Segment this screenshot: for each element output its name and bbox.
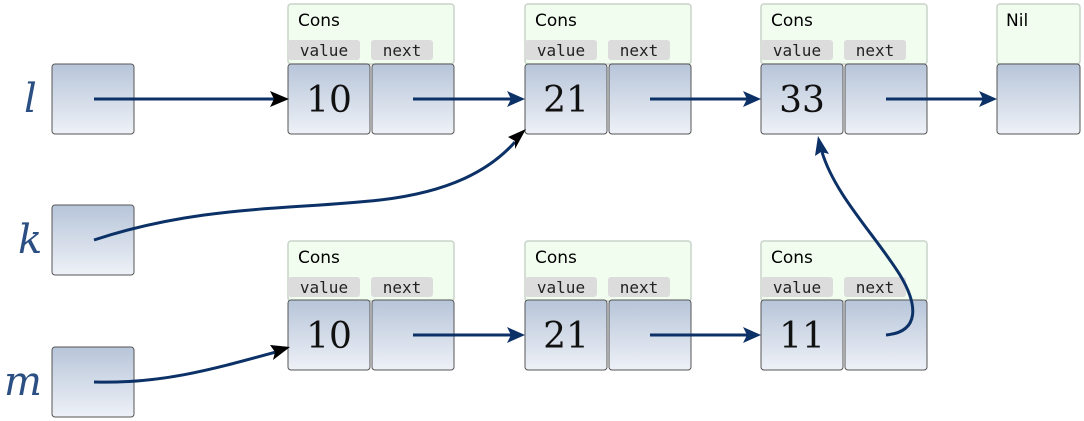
value-tag-bg (525, 40, 597, 60)
bottom-node-2: Cons value next 21 (524, 240, 692, 371)
arrowhead (743, 91, 761, 107)
arrowhead (270, 91, 289, 107)
node-value: 11 (779, 316, 825, 357)
value-tag: value (300, 278, 348, 297)
next-tag: next (620, 41, 659, 60)
next-tag-bg (844, 40, 906, 60)
next-tag-bg (844, 277, 906, 297)
node-value: 21 (543, 316, 589, 357)
value-tag: value (773, 278, 821, 297)
value-tag: value (537, 41, 585, 60)
node-value: 33 (779, 80, 825, 121)
arrowhead (508, 129, 526, 149)
next-tag-bg (371, 277, 433, 297)
nil-cell (996, 63, 1081, 135)
top-node-1: Cons value next 10 (287, 3, 455, 135)
value-tag-bg (761, 277, 833, 297)
value-tag: value (773, 41, 821, 60)
next-tag-bg (371, 40, 433, 60)
node-value: 10 (306, 316, 352, 357)
node-type-label: Cons (771, 248, 813, 268)
node-type-label: Cons (535, 248, 577, 268)
node-value: 10 (306, 80, 352, 121)
next-tag-bg (608, 40, 670, 60)
arrowhead (815, 136, 829, 156)
pointer-arrow-m (93, 350, 277, 384)
node-type-label: Cons (771, 11, 813, 31)
value-tag-bg (525, 277, 597, 297)
variable-label-m: m (4, 359, 42, 405)
value-tag: value (537, 278, 585, 297)
top-node-3: Cons value next 33 (760, 3, 928, 135)
arrowhead (270, 345, 290, 360)
next-tag: next (856, 41, 895, 60)
node-type-label: Cons (535, 11, 577, 31)
value-tag-bg (288, 277, 360, 297)
next-tag: next (856, 278, 895, 297)
node-value: 21 (543, 80, 589, 121)
node-type-label: Cons (298, 248, 340, 268)
next-tag: next (383, 278, 422, 297)
node-type-label: Cons (298, 11, 340, 31)
value-tag-bg (761, 40, 833, 60)
pointer-arrow-bottom-3-shared (820, 151, 915, 337)
variable-label-k: k (18, 217, 42, 263)
arrowhead (507, 91, 525, 107)
top-nil-node: Nil (996, 3, 1081, 135)
pointer-arrow-k (93, 141, 517, 242)
bottom-node-1: Cons value next 10 (287, 240, 455, 371)
bottom-node-3: Cons value next 11 (760, 240, 928, 371)
variable-label-l: l (24, 76, 37, 122)
arrowhead (507, 327, 525, 343)
arrowhead (743, 327, 761, 343)
next-tag-bg (608, 277, 670, 297)
value-cell (287, 299, 371, 371)
next-tag: next (620, 278, 659, 297)
arrowhead (979, 91, 997, 107)
node-type-label: Nil (1006, 11, 1028, 31)
variable-cell-k (51, 204, 135, 276)
next-tag: next (383, 41, 422, 60)
value-tag: value (300, 41, 348, 60)
top-node-2: Cons value next 21 (524, 3, 692, 135)
value-tag-bg (288, 40, 360, 60)
